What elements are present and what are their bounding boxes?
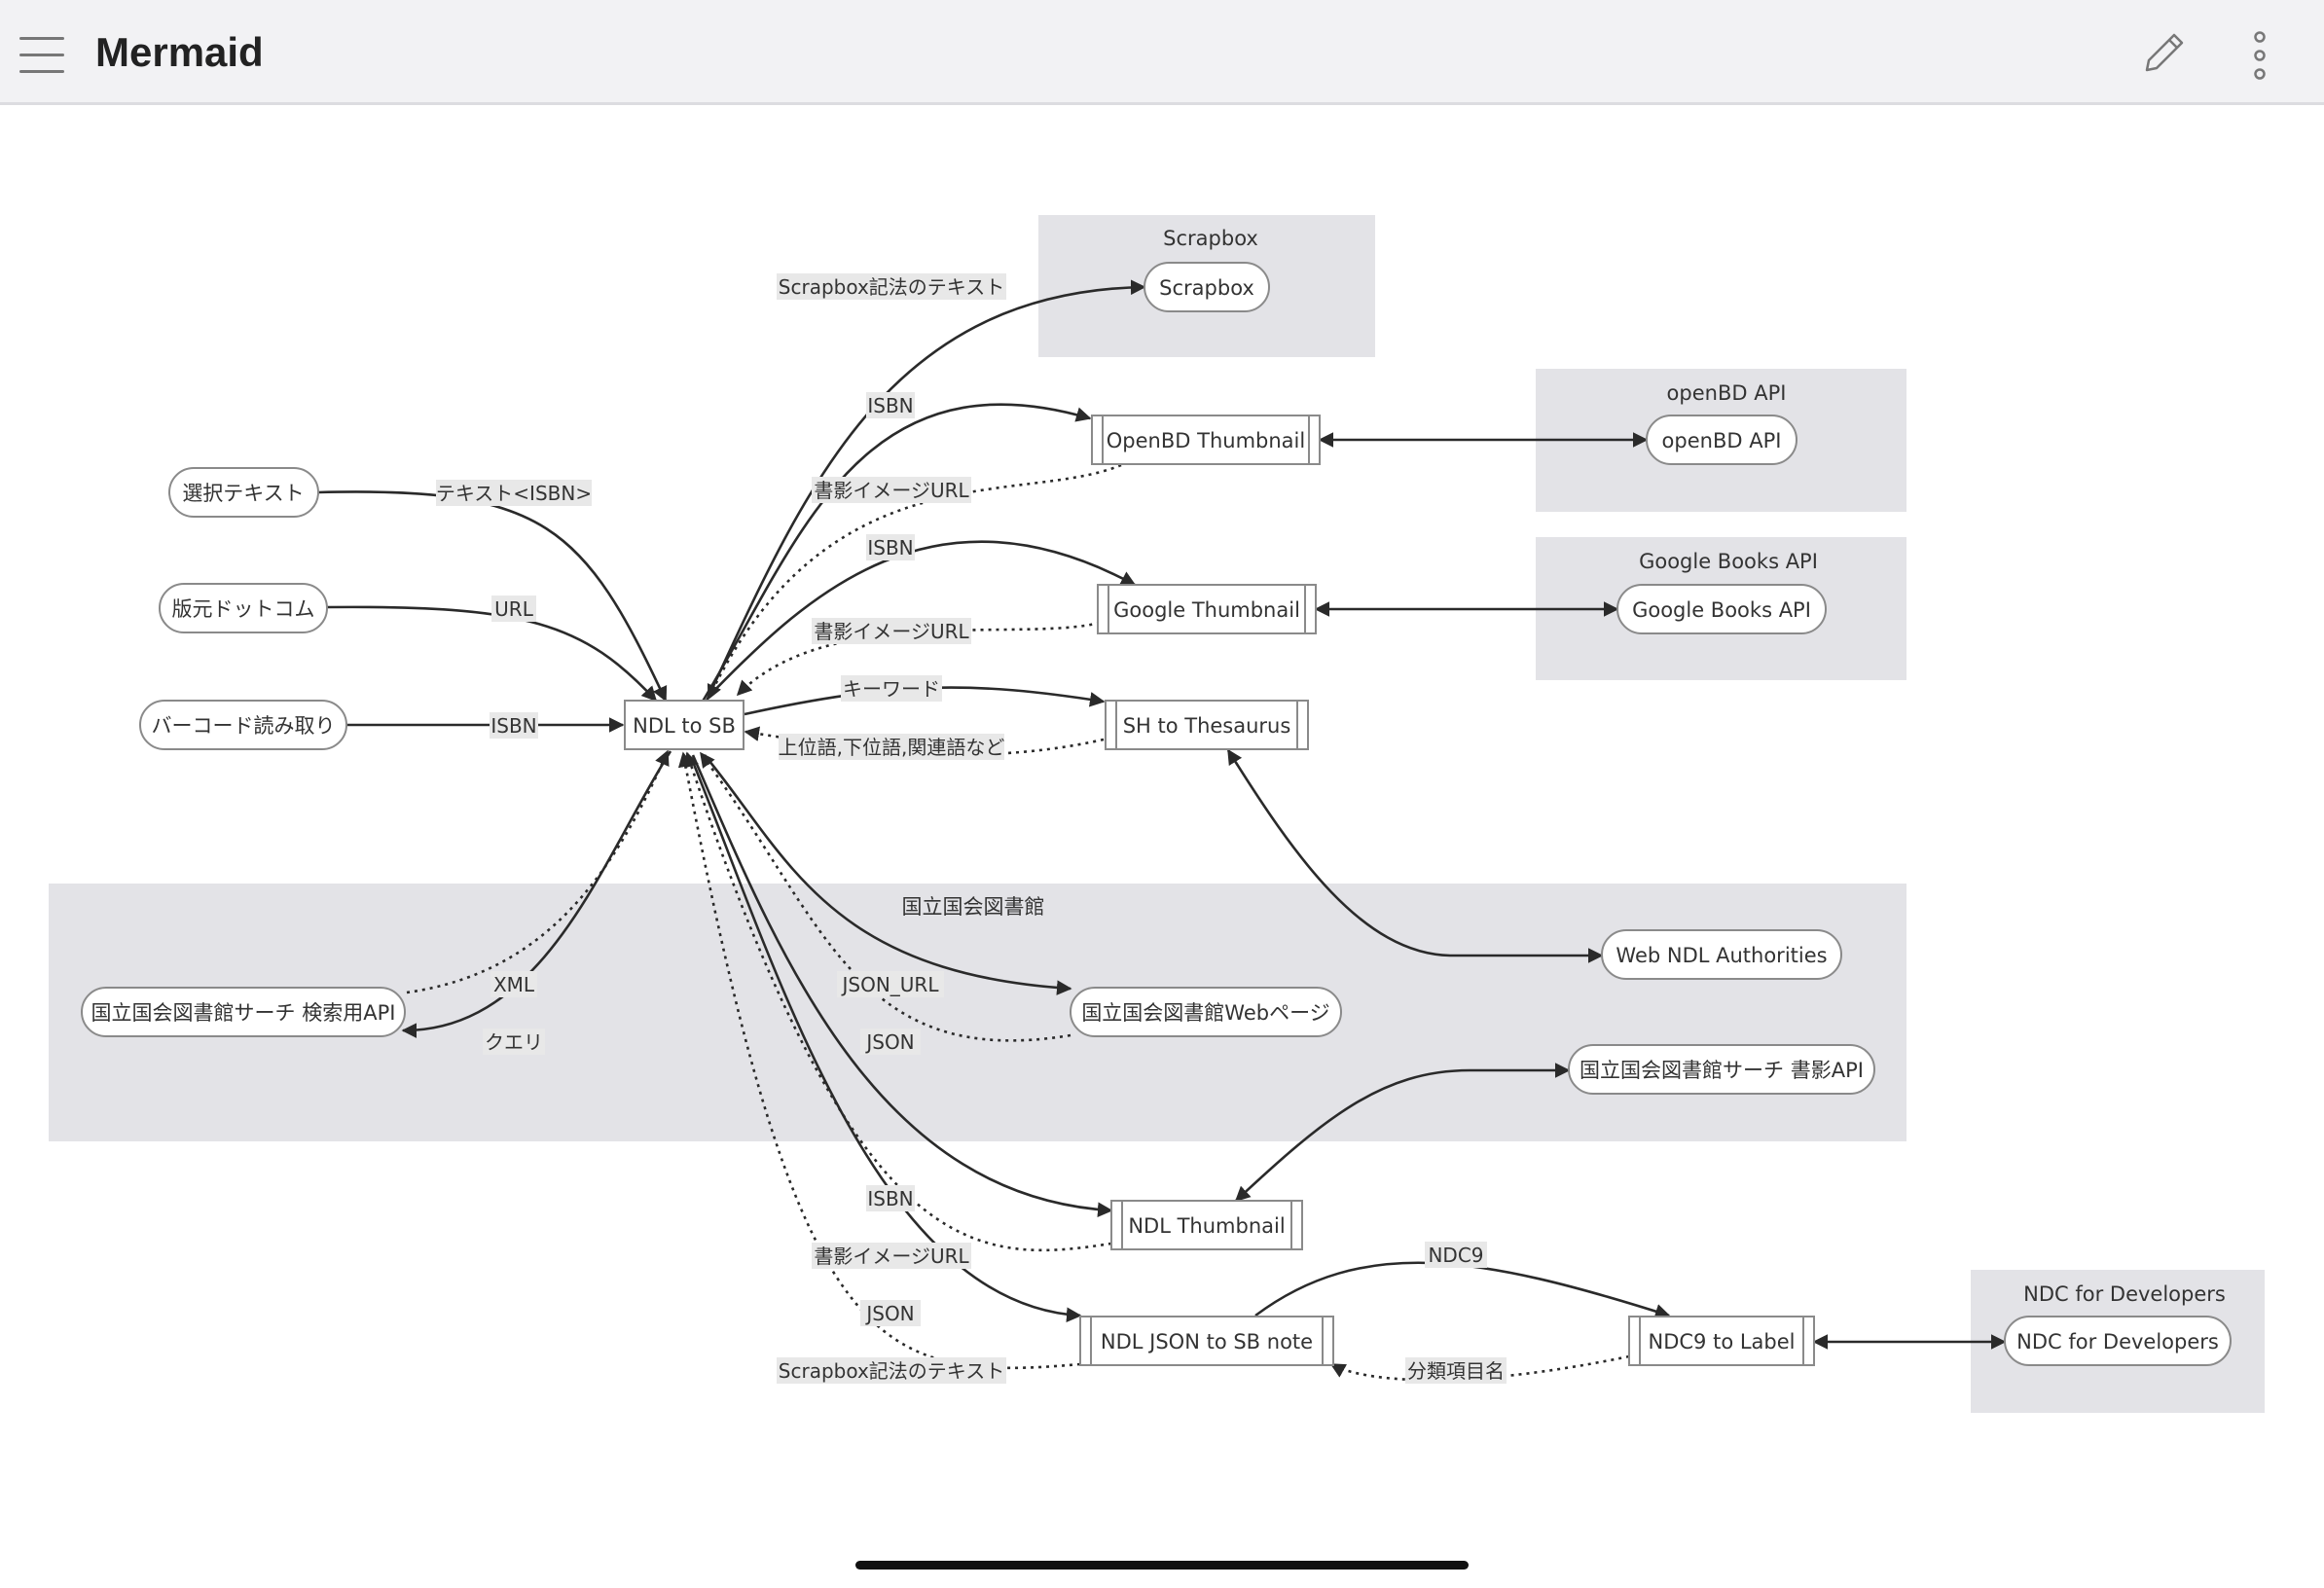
page-title: Mermaid xyxy=(95,29,264,75)
edge-xml-from-search-api xyxy=(406,749,670,994)
edge-json-from-webpage xyxy=(699,751,1071,1042)
node-label: Google Thumbnail xyxy=(1113,598,1300,622)
edge-json-to-note xyxy=(689,756,1082,1322)
edge-cover-url-from-openbd xyxy=(707,463,1122,701)
node-google-books-api[interactable]: Google Books API xyxy=(1616,584,1827,634)
node-label: NDL JSON to SB note xyxy=(1101,1330,1313,1353)
edge-label-scrapbox-text-bottom: Scrapbox記法のテキスト xyxy=(779,1359,1004,1383)
edge-query-to-search-api xyxy=(401,750,672,1038)
node-label: 国立国会図書館サーチ 書影API xyxy=(1580,1059,1864,1082)
edge-isbn-to-openbd xyxy=(699,403,1092,705)
subgraph-title-openbd: openBD API xyxy=(1667,381,1787,405)
node-ndc9-to-label[interactable]: NDC9 to Label xyxy=(1628,1316,1815,1366)
node-ndl-webpage[interactable]: 国立国会図書館Webページ xyxy=(1070,987,1342,1037)
edge-label-ndc9: NDC9 xyxy=(1428,1244,1483,1267)
node-label: openBD API xyxy=(1662,429,1782,452)
edge-label-isbn-google: ISBN xyxy=(867,536,913,559)
edge-label-json-url: JSON_URL xyxy=(841,973,940,996)
node-label: 版元ドットコム xyxy=(172,597,315,621)
subgraph-title-google: Google Books API xyxy=(1639,550,1818,573)
node-hanmoto[interactable]: 版元ドットコム xyxy=(159,583,328,633)
edge-ndl-to-scrapbox xyxy=(693,279,1146,727)
edge-label-cover-url-ndl: 書影イメージURL xyxy=(814,1245,969,1268)
node-label: NDC for Developers xyxy=(2016,1330,2219,1353)
subgraph-title-scrapbox: Scrapbox xyxy=(1163,227,1258,250)
node-scrapbox[interactable]: Scrapbox xyxy=(1144,262,1270,312)
node-label: Scrapbox xyxy=(1159,276,1254,300)
node-barcode[interactable]: バーコード読み取り xyxy=(139,700,347,750)
node-ndc-for-developers[interactable]: NDC for Developers xyxy=(2004,1316,2232,1366)
edge-label-cover-url-google: 書影イメージURL xyxy=(814,620,969,643)
subgraph-title-ndl: 国立国会図書館 xyxy=(902,895,1045,919)
vertical-ellipsis-icon[interactable] xyxy=(2240,29,2279,82)
node-ndl-search-api[interactable]: 国立国会図書館サーチ 検索用API xyxy=(81,987,406,1037)
edge-label-json-note: JSON xyxy=(864,1302,914,1325)
edge-sh-web-ndl-auth xyxy=(1226,748,1604,963)
edge-label-query: クエリ xyxy=(485,1030,543,1054)
node-label: NDL to SB xyxy=(633,714,736,738)
node-ndl-json-to-sb-note[interactable]: NDL JSON to SB note xyxy=(1079,1316,1334,1366)
node-openbd-api[interactable]: openBD API xyxy=(1646,415,1797,465)
node-label: OpenBD Thumbnail xyxy=(1107,429,1305,452)
edge-cover-url-from-ndl-thumb xyxy=(684,751,1112,1252)
edge-label-url: URL xyxy=(494,597,534,621)
edge-isbn-to-ndl-thumb xyxy=(691,754,1113,1217)
edge-ndl-thumb-cover-api xyxy=(1234,1063,1571,1203)
edge-label-broader-narrower: 上位語,下位語,関連語など xyxy=(779,736,1005,759)
node-label: バーコード読み取り xyxy=(152,714,336,738)
edge-label-classification-name: 分類項目名 xyxy=(1407,1359,1505,1383)
edge-ndc9-to-label xyxy=(1254,1261,1671,1319)
app-header: Mermaid xyxy=(0,0,2324,105)
node-web-ndl-authorities[interactable]: Web NDL Authorities xyxy=(1601,929,1842,980)
node-label: NDC9 to Label xyxy=(1649,1330,1796,1353)
edge-hanmoto-to-ndl xyxy=(326,605,658,703)
node-label: SH to Thesaurus xyxy=(1123,714,1291,738)
node-label: Web NDL Authorities xyxy=(1616,944,1827,967)
node-ndl-cover-api[interactable]: 国立国会図書館サーチ 書影API xyxy=(1568,1044,1875,1095)
node-label: NDL Thumbnail xyxy=(1128,1214,1285,1238)
edge-isbn-to-google xyxy=(708,540,1137,698)
edge-label-isbn-openbd: ISBN xyxy=(867,394,913,417)
hamburger-menu-icon[interactable] xyxy=(19,37,64,74)
edge-selection-to-ndl xyxy=(317,490,668,703)
node-label: Google Books API xyxy=(1632,598,1811,622)
node-label: 国立国会図書館Webページ xyxy=(1081,1001,1329,1025)
node-label: 国立国会図書館サーチ 検索用API xyxy=(91,1001,396,1025)
edge-label-text-isbn: テキスト<ISBN> xyxy=(436,482,592,505)
node-ndl-thumbnail[interactable]: NDL Thumbnail xyxy=(1110,1200,1303,1250)
node-ndl-to-sb[interactable]: NDL to SB xyxy=(624,700,744,750)
edge-label-json-webpage: JSON xyxy=(864,1030,914,1054)
edge-label-cover-url-openbd: 書影イメージURL xyxy=(814,479,969,502)
node-selection-text[interactable]: 選択テキスト xyxy=(168,467,319,518)
edge-json-url-to-webpage xyxy=(703,754,1072,995)
edge-label-xml: XML xyxy=(493,973,535,996)
node-openbd-thumbnail[interactable]: OpenBD Thumbnail xyxy=(1091,415,1321,465)
subgraph-title-ndc: NDC for Developers xyxy=(2023,1282,2226,1306)
edge-label-scrapbox-text-top: Scrapbox記法のテキスト xyxy=(779,275,1004,299)
edge-label-isbn-ndl: ISBN xyxy=(867,1187,913,1210)
node-google-thumbnail[interactable]: Google Thumbnail xyxy=(1097,584,1317,634)
edge-label-keyword: キーワード xyxy=(843,677,940,701)
home-indicator[interactable] xyxy=(855,1561,1469,1570)
edge-label-isbn-barcode: ISBN xyxy=(490,714,536,738)
pencil-icon[interactable] xyxy=(2139,29,2188,78)
node-label: 選択テキスト xyxy=(182,482,304,505)
node-sh-to-thesaurus[interactable]: SH to Thesaurus xyxy=(1105,700,1309,750)
